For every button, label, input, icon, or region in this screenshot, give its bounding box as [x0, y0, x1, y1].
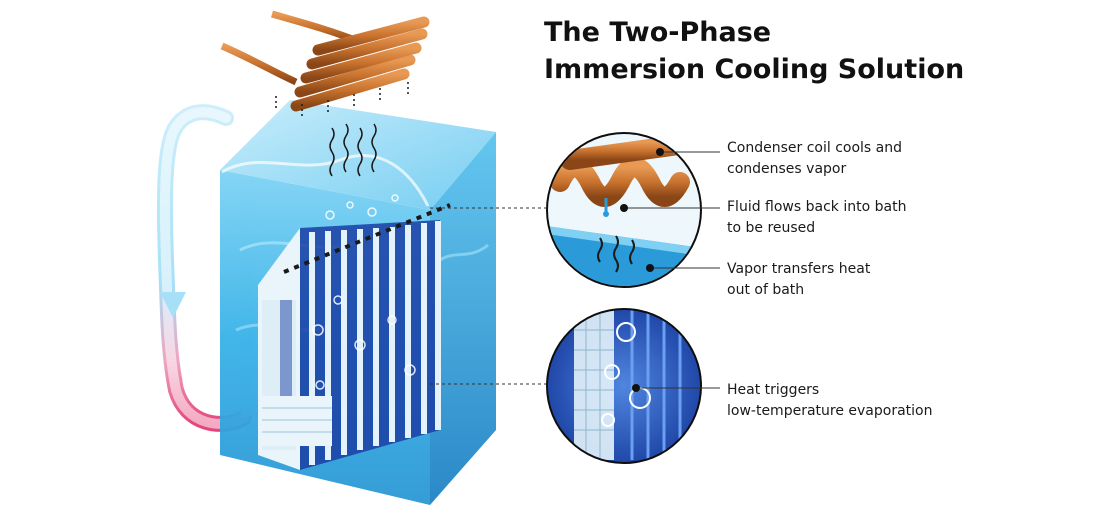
condenser-coil: [220, 10, 430, 118]
callout-vapor-heat: Vapor transfers heat out of bath: [727, 261, 871, 298]
callout-leaders: [430, 151, 720, 389]
title-line-2: Immersion Cooling Solution: [544, 54, 965, 85]
vapor-waves: [329, 123, 377, 177]
callout-dots: [620, 148, 664, 392]
diagram-title: The Two-Phase Immersion Cooling Solution: [544, 14, 1064, 88]
callout-heat-evaporation: Heat triggers low-temperature evaporatio…: [727, 382, 933, 419]
arrow-down-icon: [160, 292, 186, 318]
title-line-1: The Two-Phase: [544, 17, 772, 48]
callout-fluid-return: Fluid flows back into bath to be reused: [727, 199, 907, 236]
vapor-bubbles: [312, 194, 416, 390]
server-blades: [258, 203, 451, 470]
immersion-tank: [220, 100, 496, 505]
evaporation-detail-circle: [546, 308, 702, 464]
callout-condenser: Condenser coil cools and condenses vapor: [727, 140, 902, 177]
